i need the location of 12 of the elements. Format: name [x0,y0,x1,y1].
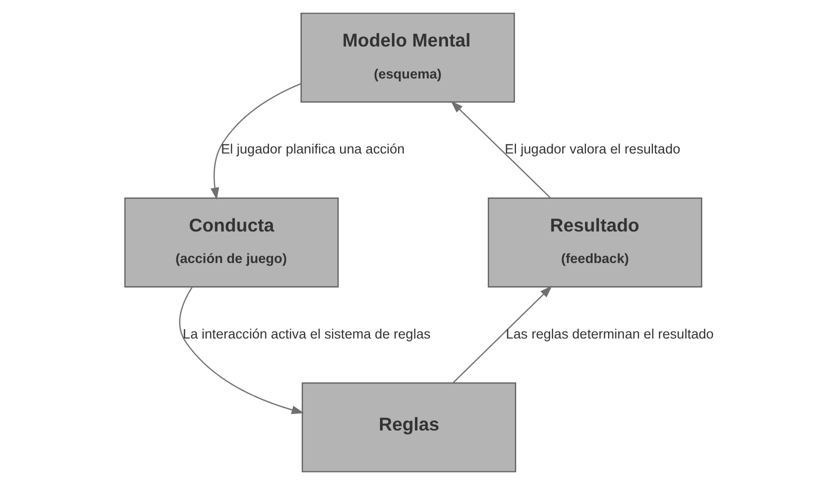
edge-label: El jugador valora el resultado [504,142,680,157]
edge-label: Las reglas determinan el resultado [505,326,714,342]
edge-label: La interacción activa el sistema de reglas [182,326,430,342]
node-box: Reglas [301,382,516,472]
node-box: Resultado (feedback) [487,198,702,288]
node-box: Modelo Mental (esquema) [300,12,514,103]
edge-label: El jugador planifica una acción [220,142,404,157]
arrow [210,83,301,200]
node-box: Conducta (acción de juego) [124,198,338,288]
arrow [452,286,552,384]
arrow [178,286,304,414]
arrow [450,100,551,198]
